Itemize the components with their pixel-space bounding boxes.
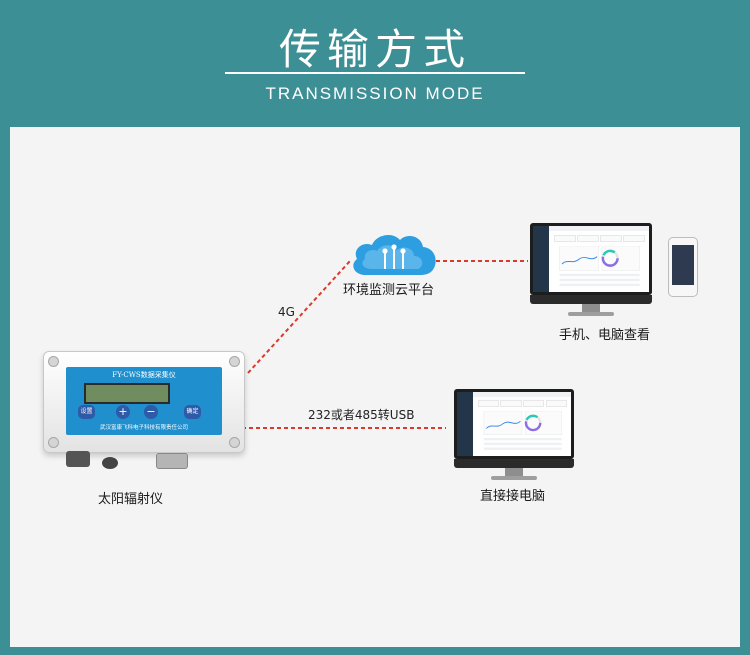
- dashboard-stat: [477, 400, 499, 408]
- monitor-foot: [568, 312, 614, 316]
- device-key-plus[interactable]: +: [116, 405, 130, 419]
- device-lcd: [84, 383, 170, 404]
- dashboard-stat: [500, 400, 522, 408]
- phone-screen: [672, 245, 694, 285]
- page-subtitle: TRANSMISSION MODE: [265, 84, 485, 103]
- monitor-screen: [530, 223, 652, 295]
- screw: [48, 356, 59, 367]
- device-caption: 太阳辐射仪: [98, 492, 164, 507]
- phone-icon: [668, 237, 698, 297]
- page-title: 传输方式: [278, 25, 471, 74]
- dashboard-stat: [553, 234, 576, 242]
- connection-lines: [242, 260, 528, 429]
- cloud-caption: 环境监测云平台: [343, 283, 435, 298]
- title-divider: [225, 72, 525, 74]
- content-panel: 环境监测云平台 4G 232或者485转USB FY-CWS数据采集仪 设置 +…: [10, 127, 740, 647]
- device-company-label: 武汉富康飞科电子科技有限责任公司: [99, 425, 188, 431]
- dashboard-stat: [600, 234, 622, 242]
- link-label-4g: 4G: [278, 305, 295, 319]
- screw: [229, 356, 240, 367]
- dashboard-stat: [545, 400, 568, 408]
- monitor-stand: [582, 304, 600, 313]
- dashboard-topbar: [472, 392, 571, 398]
- monitor-screen: [454, 389, 574, 459]
- device-model-label: FY-CWS数据采集仪: [112, 371, 176, 379]
- monitor-foot: [491, 476, 537, 480]
- monitor-stand: [505, 468, 523, 477]
- device-key-ok[interactable]: 确定: [184, 405, 201, 419]
- monitor-icon: [530, 223, 652, 319]
- link-device-to-cloud: [247, 260, 351, 374]
- device-icon: FY-CWS数据采集仪 设置 + − 确定 武汉富康飞科电子科技有限责任公司: [43, 351, 245, 453]
- dashboard-stat: [523, 400, 545, 408]
- dashboard-topbar: [549, 226, 649, 232]
- monitor-chin: [454, 459, 574, 468]
- remote-caption: 手机、电脑查看: [559, 328, 651, 343]
- device-key-minus[interactable]: −: [144, 405, 158, 419]
- device-face: FY-CWS数据采集仪 设置 + − 确定 武汉富康飞科电子科技有限责任公司: [66, 367, 222, 435]
- dashboard-sidebar: [533, 226, 550, 292]
- screw: [48, 437, 59, 448]
- screw: [229, 437, 240, 448]
- header: 传输方式 TRANSMISSION MODE: [0, 0, 750, 125]
- cloud-icon: [353, 234, 436, 275]
- dashboard-charts: [559, 245, 640, 286]
- device-port-serial: [156, 453, 188, 469]
- monitor-chin: [530, 295, 652, 304]
- dashboard-charts: [483, 411, 562, 451]
- dashboard-screenshot: [457, 392, 571, 456]
- device-key-set[interactable]: 设置: [78, 405, 95, 419]
- dashboard-stat: [623, 234, 646, 242]
- dashboard-sidebar: [457, 392, 473, 456]
- dashboard-screenshot: [533, 226, 649, 292]
- direct-caption: 直接接电脑: [480, 489, 546, 504]
- dashboard-stat: [577, 234, 599, 242]
- monitor-icon: [454, 389, 574, 483]
- link-label-usb: 232或者485转USB: [308, 408, 415, 422]
- device-port-sensor: [102, 457, 118, 469]
- device-port-antenna: [66, 451, 90, 467]
